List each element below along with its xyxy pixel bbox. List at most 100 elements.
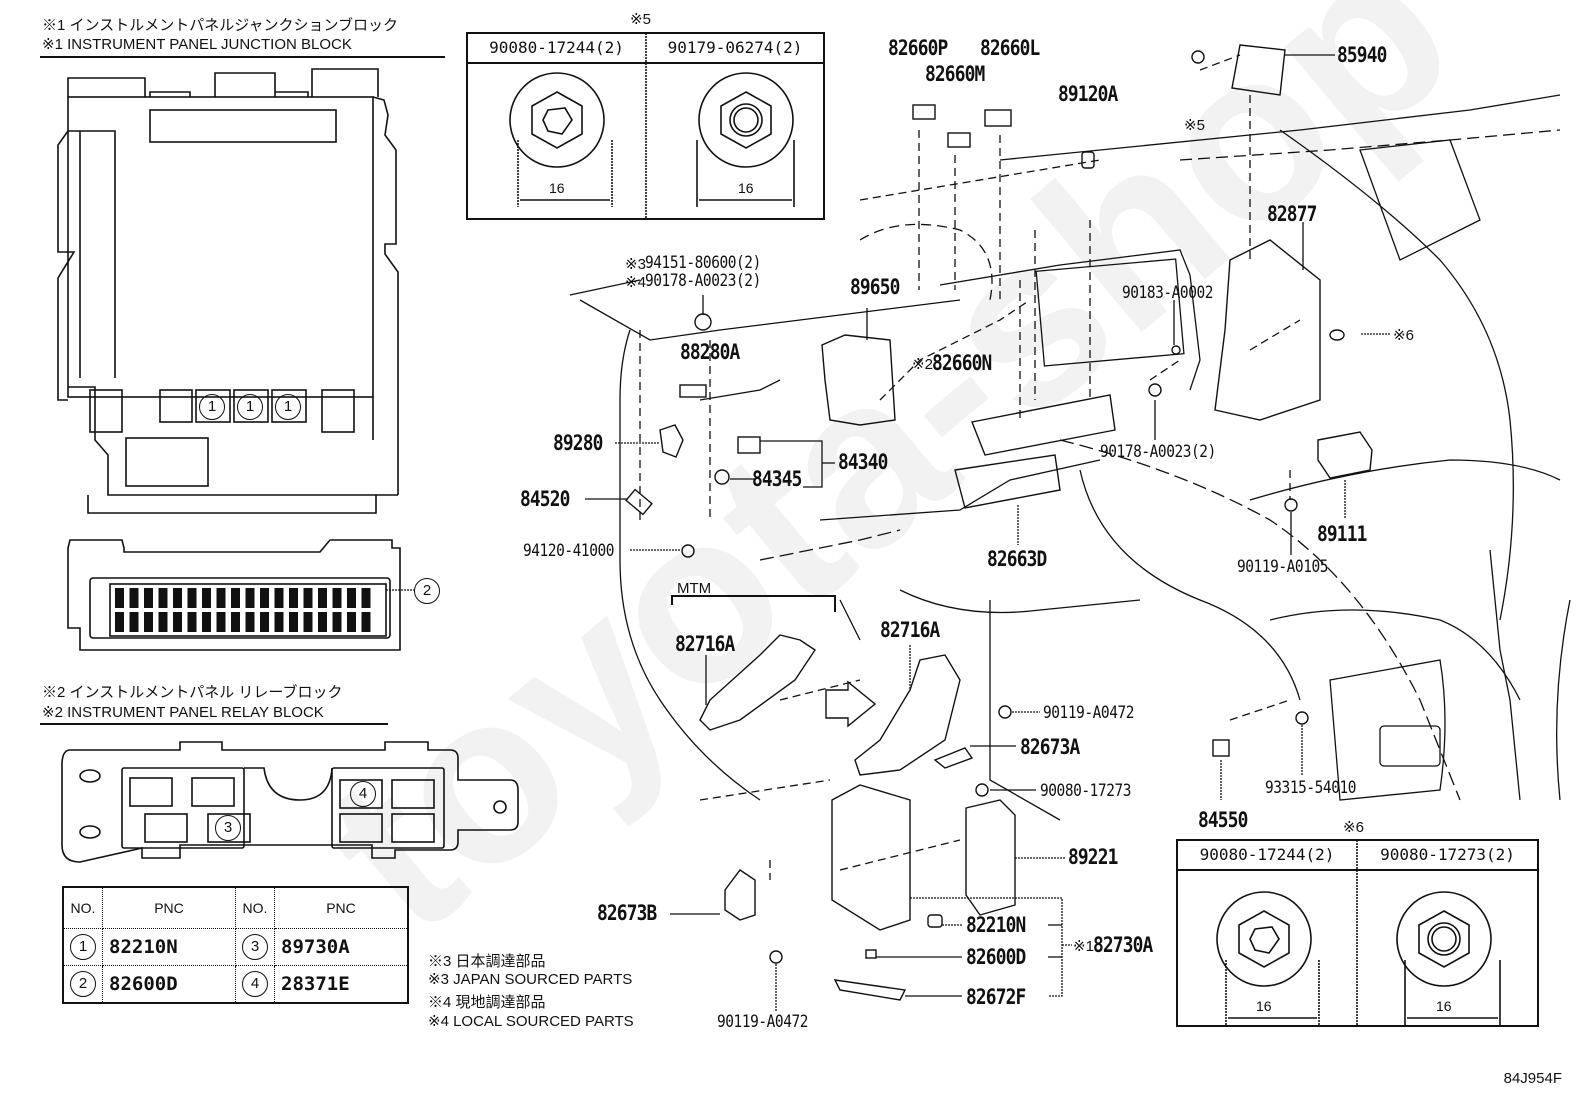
part-label-82716A-right[interactable]: 82716A [880, 618, 940, 642]
part-label-82660M[interactable]: 82660M [925, 62, 985, 86]
part-label-82660L[interactable]: 82660L [980, 36, 1040, 60]
part-label-82210N[interactable]: 82210N [966, 913, 1026, 937]
ref-4-label: ※4 [625, 274, 646, 291]
part-84520-glyph [625, 488, 653, 516]
part-82600D-glyph [865, 949, 877, 959]
leader-lines [639, 54, 1301, 880]
part-label-89650[interactable]: 89650 [850, 275, 900, 299]
part-label-94151-80600[interactable]: 94151-80600(2) [645, 253, 761, 273]
connector-pin [332, 612, 342, 632]
junction-block-connector [67, 539, 401, 651]
part-label-82663D[interactable]: 82663D [987, 547, 1047, 571]
note-3-en: ※3 JAPAN SOURCED PARTS [428, 971, 633, 988]
relay-block-title-jp: ※2 インストルメントパネル リレーブロック [42, 684, 343, 701]
part-label-90119-A0472-a[interactable]: 90119-A0472 [1043, 703, 1135, 723]
part-label-82672F[interactable]: 82672F [966, 985, 1026, 1009]
connector-pin [361, 612, 371, 632]
fastener-box-5-dim-2: 16 [738, 180, 754, 196]
connector-pin [231, 612, 240, 632]
fastener-box-6 [1176, 839, 1539, 1027]
fastener-box-5-part-2: 90179-06274(2) [667, 38, 803, 57]
fastener-box-6-part-2: 90080-17273(2) [1380, 845, 1515, 864]
part-label-82660P[interactable]: 82660P [888, 36, 948, 60]
document-id: 84J954F [1503, 1070, 1562, 1087]
part-label-89120A[interactable]: 89120A [1058, 82, 1118, 106]
connector-pin [289, 612, 298, 632]
connector-pin [216, 588, 226, 608]
note-3-jp: ※3 日本調達部品 [428, 953, 546, 970]
part-label-90119-A0472-b[interactable]: 90119-A0472 [717, 1012, 809, 1032]
clip-82877 [1329, 329, 1345, 341]
part-label-89111[interactable]: 89111 [1317, 522, 1367, 546]
part-82673B-glyph [724, 869, 756, 921]
ref-1-label: ※1 [1073, 938, 1094, 955]
legend-header-no1: NO. [62, 886, 103, 929]
part-label-90183-A0002[interactable]: 90183-A0002 [1122, 283, 1214, 303]
part-89650-glyph [821, 334, 896, 426]
part-82660L-glyph [984, 109, 1012, 127]
part-94120-glyph [681, 544, 695, 558]
connector-pin [173, 612, 182, 632]
bolt-90119-A0472-a [998, 705, 1012, 719]
part-label-85940[interactable]: 85940 [1337, 43, 1387, 67]
fuse-marker-1a: 1 [199, 394, 225, 420]
part-label-84340[interactable]: 84340 [838, 450, 888, 474]
part-label-89221[interactable]: 89221 [1068, 845, 1118, 869]
part-label-84520[interactable]: 84520 [520, 487, 570, 511]
part-label-84550[interactable]: 84550 [1198, 808, 1248, 832]
part-label-82660N[interactable]: 82660N [932, 351, 992, 375]
part-89221-glyph [965, 799, 1016, 916]
arrow-glyph [825, 680, 877, 728]
part-label-82600D[interactable]: 82600D [966, 945, 1026, 969]
part-label-90119-A0105[interactable]: 90119-A0105 [1237, 557, 1329, 577]
part-label-90178-A0023-a[interactable]: 90178-A0023(2) [645, 271, 761, 291]
relay-marker-4: 4 [350, 781, 376, 807]
connector-pin [115, 588, 124, 608]
connector-pin [187, 588, 197, 608]
connector-pin [115, 612, 124, 632]
connector-pin [202, 588, 211, 608]
part-82716A-right-glyph [854, 654, 961, 776]
legend-header-row: NO. PNC NO. PNC [62, 886, 409, 929]
clip-85940 [1191, 50, 1205, 64]
mark-6-label: ※6 [1393, 327, 1414, 344]
bolt-90119-A0105 [1284, 498, 1298, 512]
note-4-en: ※4 LOCAL SOURCED PARTS [428, 1013, 634, 1030]
label-leaders [386, 54, 1390, 1012]
nut-90080-17273 [975, 783, 989, 797]
part-label-90080-17273[interactable]: 90080-17273 [1040, 781, 1132, 801]
part-82660M-glyph [947, 132, 971, 148]
part-84340-glyph [737, 436, 761, 454]
part-label-94120-41000[interactable]: 94120-41000 [523, 541, 615, 561]
connector-pin [303, 612, 313, 632]
part-label-89280[interactable]: 89280 [553, 431, 603, 455]
connector-pin [231, 588, 240, 608]
connector-pin [245, 588, 255, 608]
connector-pin [144, 588, 153, 608]
part-label-82877[interactable]: 82877 [1267, 202, 1317, 226]
fastener-box-6-mark: ※6 [1343, 819, 1364, 836]
part-82672F-glyph [833, 979, 907, 1001]
part-82660N-glyph [971, 394, 1116, 456]
part-label-82673A[interactable]: 82673A [1020, 735, 1080, 759]
part-label-90178-A0023-b[interactable]: 90178-A0023(2) [1100, 442, 1216, 462]
mark-5-label: ※5 [1184, 117, 1205, 134]
connector-pin [274, 612, 284, 632]
part-84550-glyph [1212, 739, 1230, 757]
part-label-84345[interactable]: 84345 [752, 467, 802, 491]
connector-pin [173, 588, 182, 608]
part-89111-glyph [1317, 431, 1373, 479]
part-82673A-glyph [933, 747, 974, 769]
fastener-box-6-dim-2: 16 [1436, 998, 1452, 1014]
part-label-82673B[interactable]: 82673B [597, 901, 657, 925]
connector-pin [274, 588, 284, 608]
connector-pin [332, 588, 342, 608]
legend-header-pnc1: PNC [102, 886, 236, 929]
part-label-82730A[interactable]: 82730A [1093, 933, 1153, 957]
part-label-82716A-left[interactable]: 82716A [675, 632, 735, 656]
part-label-93315-54010[interactable]: 93315-54010 [1265, 778, 1357, 798]
part-89120A-glyph [1081, 151, 1095, 169]
connector-marker-2: 2 [414, 578, 440, 604]
part-label-88280A[interactable]: 88280A [680, 340, 740, 364]
